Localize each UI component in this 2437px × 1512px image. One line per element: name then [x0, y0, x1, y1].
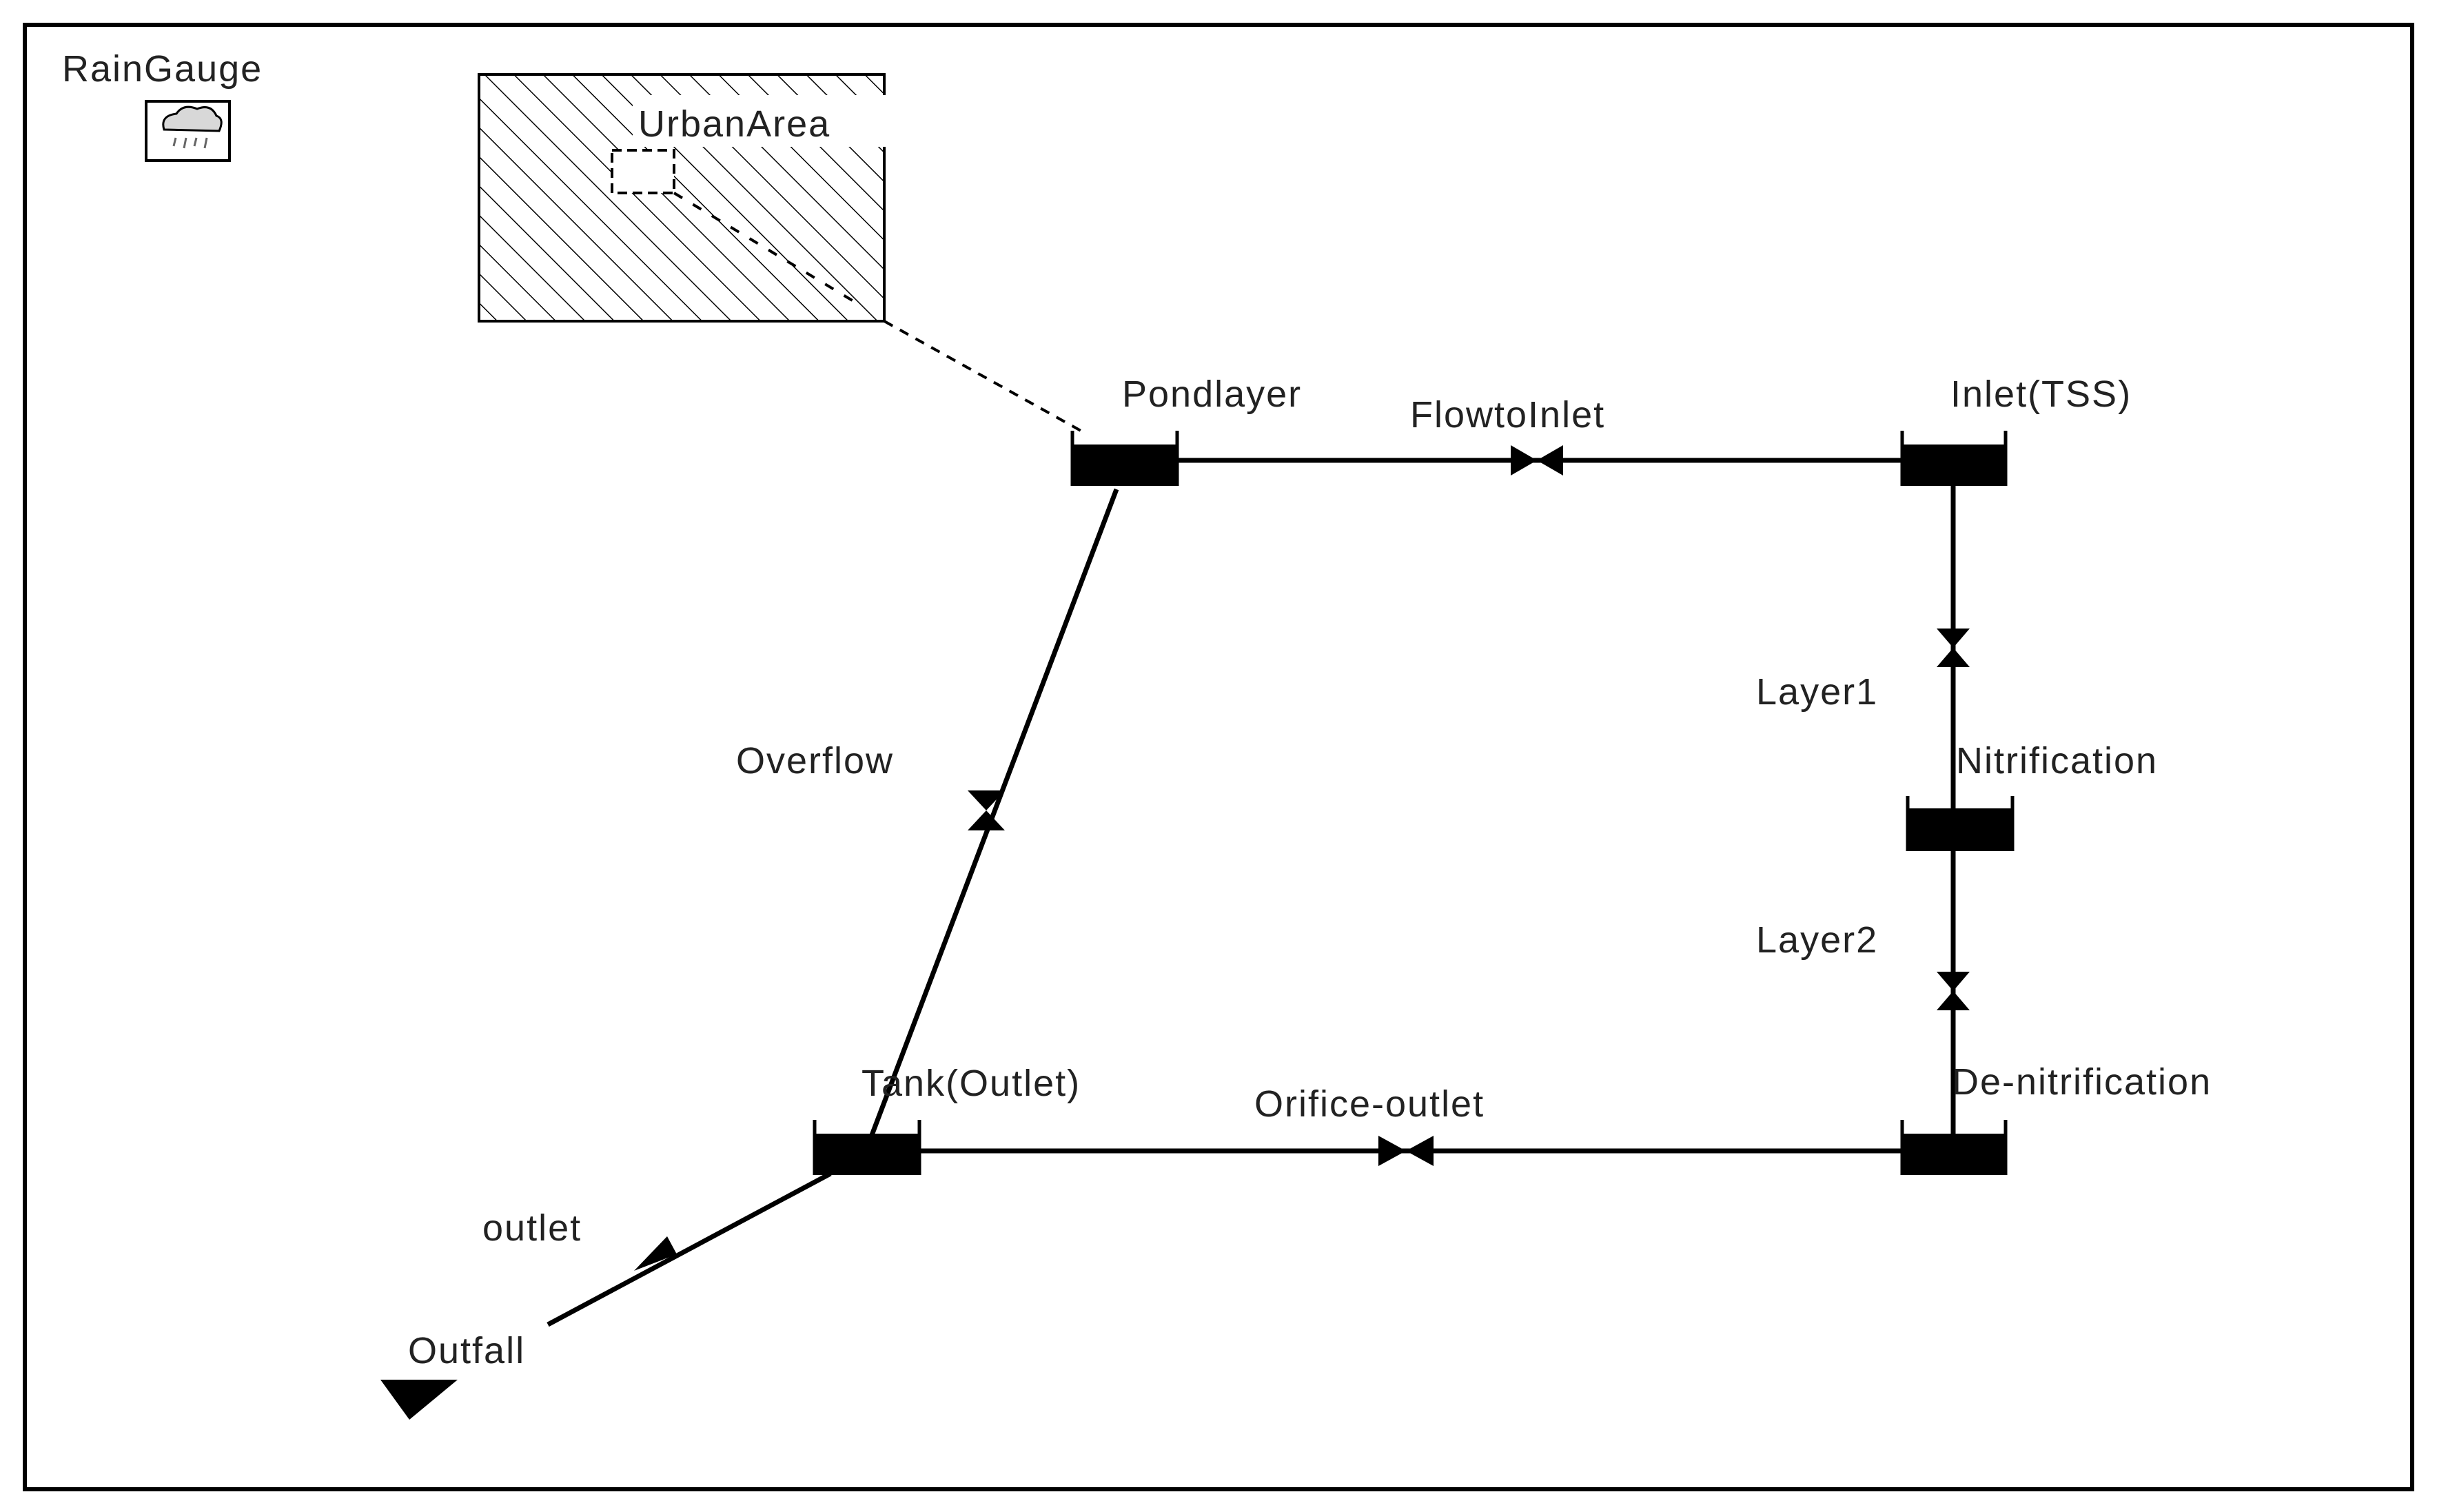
rain-gauge[interactable]: RainGauge [62, 48, 263, 162]
outfall-label: Outfall [408, 1330, 525, 1371]
orifice-flow-to-inlet[interactable]: FlowtoInlet [1410, 394, 1605, 476]
storage-unit-icon [1070, 431, 1179, 486]
orifice-overflow[interactable]: Overflow [736, 740, 1005, 830]
orifice-link-icon [968, 790, 1005, 830]
outfall-triangle-icon [380, 1380, 458, 1420]
storage-unit-icon [1900, 1120, 2008, 1175]
storage-unit-icon [813, 1120, 921, 1175]
orifice-layer2[interactable]: Layer2 [1756, 919, 1970, 1010]
orifice-layer1[interactable]: Layer1 [1756, 629, 1970, 713]
nitrification-label: Nitrification [1956, 740, 2158, 781]
storage-unit-inlet[interactable]: Inlet(TSS) [1900, 374, 2132, 486]
orifice-link-icon [1378, 1136, 1434, 1166]
subcatchment-outlet-connector [884, 320, 1083, 433]
rain-cloud-icon [145, 100, 231, 162]
orifice-orifice-outlet[interactable]: Orifice-outlet [1254, 1083, 1485, 1166]
tank-outlet-label: Tank(Outlet) [861, 1063, 1081, 1104]
storage-unit-icon [1906, 796, 2015, 851]
orifice-outlet-label: Orifice-outlet [1254, 1083, 1485, 1125]
orifice-link-icon [1511, 445, 1563, 476]
inlet-label: Inlet(TSS) [1950, 374, 2132, 415]
link-outlet[interactable] [547, 1171, 832, 1327]
storage-unit-de-nitrification[interactable]: De-nitrification [1900, 1061, 2212, 1175]
orifice-link-icon [1937, 629, 1970, 667]
layer2-label: Layer2 [1756, 919, 1878, 961]
storage-unit-pondlayer[interactable]: Pondlayer [1070, 374, 1302, 486]
subcatchment-centroid-icon [611, 149, 675, 194]
outlet-label: outlet [482, 1207, 582, 1249]
pondlayer-label: Pondlayer [1122, 374, 1302, 415]
orifice-link-icon [1937, 972, 1970, 1010]
overflow-label: Overflow [736, 740, 894, 781]
outfall-node[interactable]: Outfall [380, 1330, 525, 1420]
flow-to-inlet-label: FlowtoInlet [1410, 394, 1605, 436]
subcatchment-label: UrbanArea [638, 103, 830, 145]
storage-unit-tank-outlet[interactable]: Tank(Outlet) [813, 1063, 1081, 1175]
subcatchment-urban-area[interactable]: UrbanArea [478, 73, 901, 323]
de-nitrification-label: De-nitrification [1952, 1061, 2212, 1103]
map-frame [23, 23, 2414, 1491]
rain-gauge-label: RainGauge [62, 48, 263, 90]
conduit-outlet[interactable]: outlet [482, 1207, 677, 1271]
subcatchment-label-bg [633, 95, 901, 147]
storage-unit-nitrification[interactable]: Nitrification [1906, 740, 2158, 851]
layer1-label: Layer1 [1756, 671, 1878, 713]
flow-arrow-icon [634, 1236, 677, 1271]
storage-unit-icon [1900, 431, 2008, 486]
link-overflow[interactable] [867, 488, 1119, 1142]
